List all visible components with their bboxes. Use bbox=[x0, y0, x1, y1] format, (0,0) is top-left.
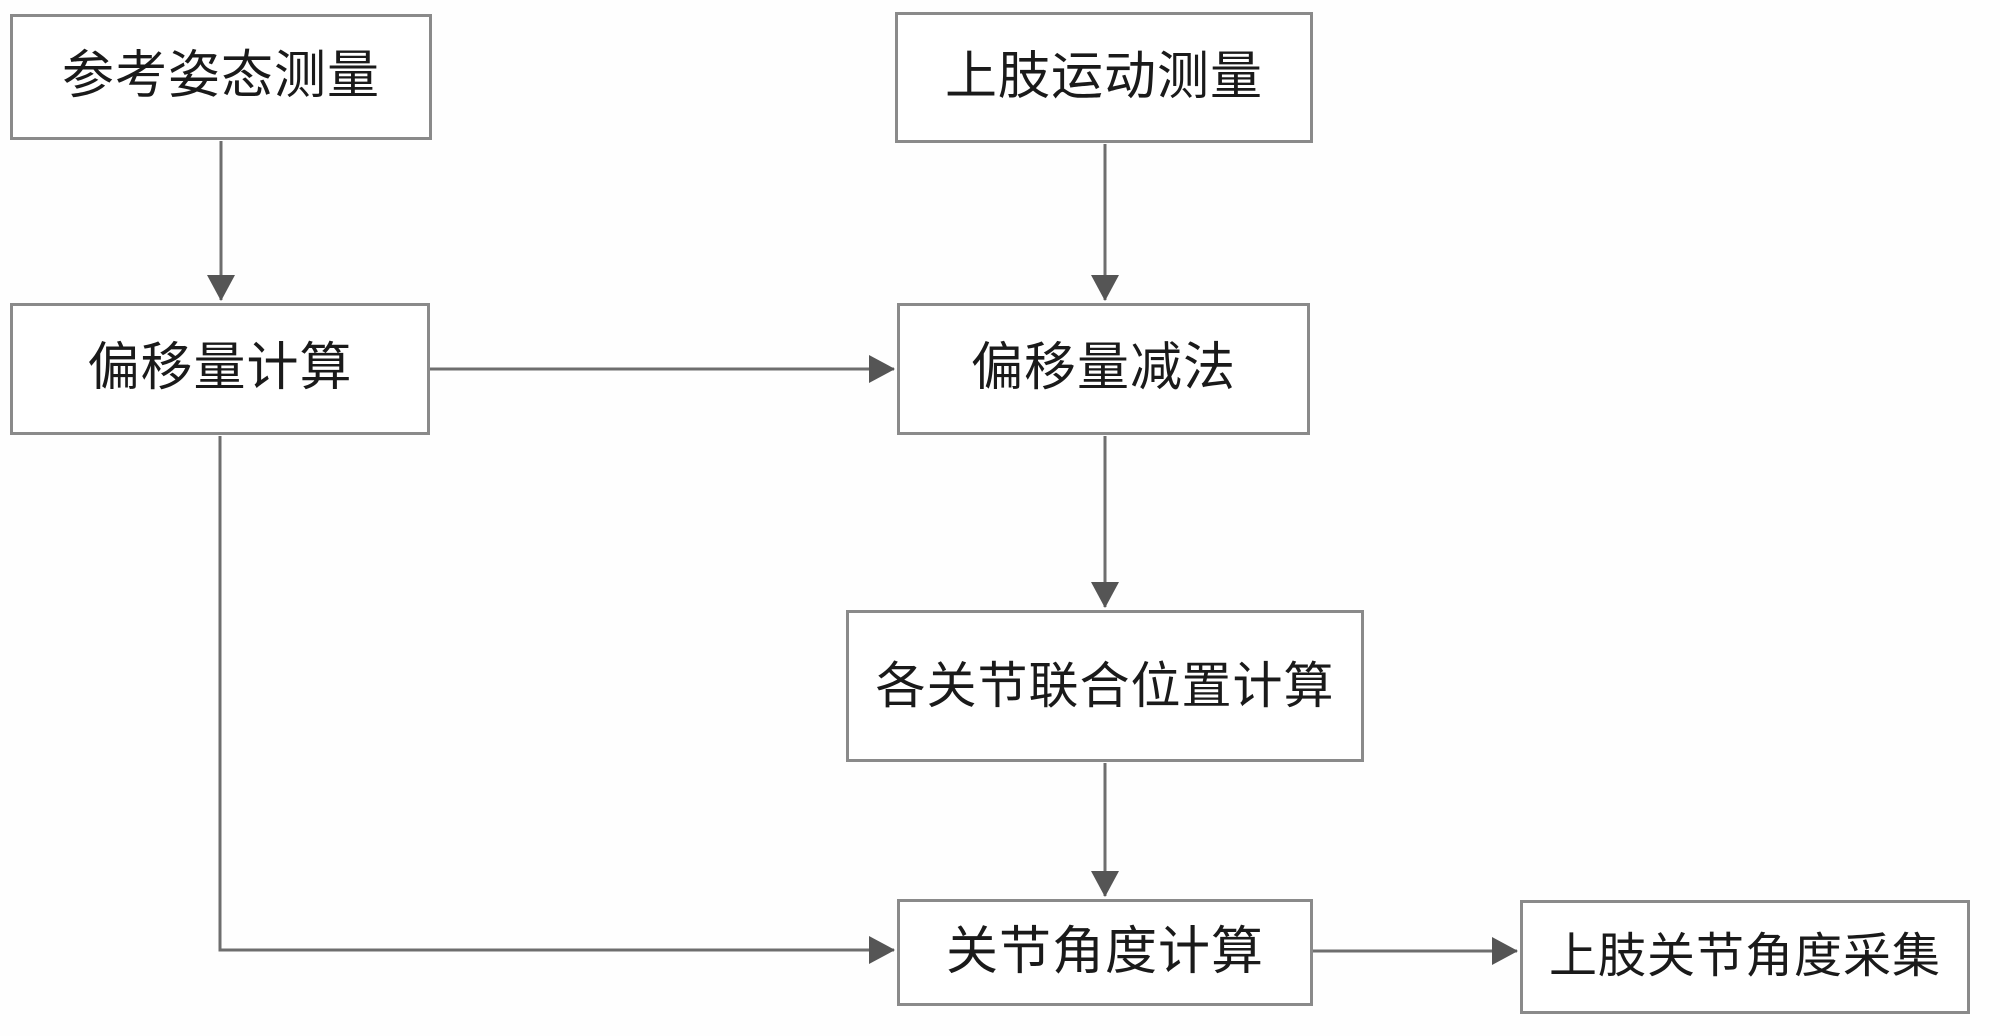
node-joint-angle-calculation: 关节角度计算 bbox=[897, 899, 1313, 1006]
node-label: 上肢运动测量 bbox=[944, 48, 1263, 106]
node-upper-limb-joint-angle-collection: 上肢关节角度采集 bbox=[1520, 900, 1970, 1014]
node-label: 各关节联合位置计算 bbox=[875, 658, 1335, 714]
node-upper-limb-motion-measurement: 上肢运动测量 bbox=[895, 12, 1313, 143]
node-offset-calculation: 偏移量计算 bbox=[10, 303, 430, 435]
node-reference-posture-measurement: 参考姿态测量 bbox=[10, 14, 432, 140]
node-label: 关节角度计算 bbox=[945, 923, 1264, 981]
node-label: 参考姿态测量 bbox=[61, 48, 380, 105]
node-joint-union-position-calculation: 各关节联合位置计算 bbox=[846, 610, 1364, 762]
node-offset-subtraction: 偏移量减法 bbox=[897, 303, 1310, 435]
edge-offset-calculation-to-joint-angle-calc bbox=[218, 436, 895, 964]
node-label: 偏移量计算 bbox=[87, 340, 353, 397]
node-label: 偏移量减法 bbox=[970, 340, 1236, 397]
node-label: 上肢关节角度采集 bbox=[1548, 930, 1941, 983]
